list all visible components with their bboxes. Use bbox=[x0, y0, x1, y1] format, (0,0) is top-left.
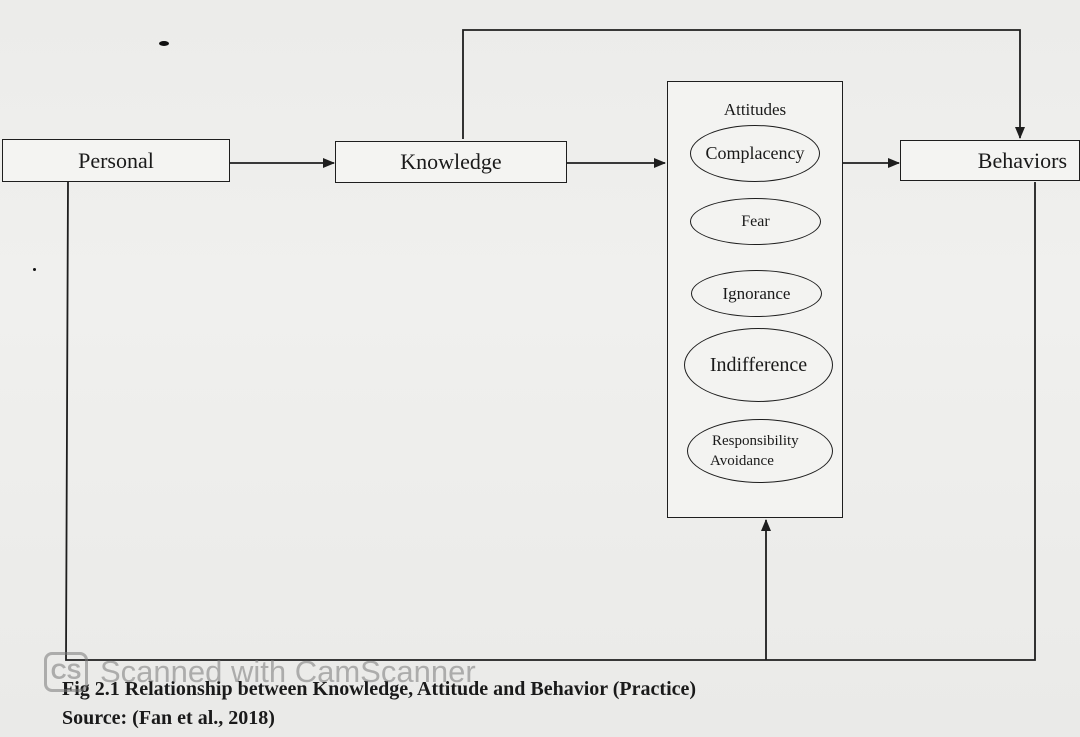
behaviors-label: Behaviors bbox=[977, 147, 1067, 173]
figure-source: Source: (Fan et al., 2018) bbox=[62, 707, 275, 729]
knowledge-box: Knowledge bbox=[335, 141, 567, 183]
attitude-label: Complacency bbox=[705, 143, 805, 163]
attitude-oval-indifference: Indifference bbox=[684, 328, 833, 402]
attitude-label-line2: Avoidance bbox=[710, 453, 774, 469]
attitudes-title: Attitudes bbox=[723, 100, 787, 119]
watermark-text: Scanned with CamScanner bbox=[100, 654, 476, 689]
scan-speck bbox=[159, 41, 169, 46]
attitude-oval-ignorance: Ignorance bbox=[691, 270, 822, 317]
personal-label: Personal bbox=[78, 147, 154, 173]
camscanner-logo-icon: CS bbox=[44, 652, 88, 692]
attitude-label: Indifference bbox=[709, 353, 808, 376]
figure-caption: Fig 2.1 Relationship between Knowledge, … bbox=[62, 678, 697, 700]
scan-speck bbox=[33, 268, 36, 271]
attitude-label: Ignorance bbox=[722, 283, 791, 303]
knowledge-label: Knowledge bbox=[400, 149, 502, 174]
feedback-line-personal-behaviors bbox=[65, 181, 1036, 661]
attitude-label-line1: Responsibility bbox=[712, 433, 799, 449]
attitude-label: Fear bbox=[741, 212, 770, 230]
arrow-knowledge-to-behaviors bbox=[462, 29, 1025, 139]
behaviors-box: Behaviors bbox=[900, 140, 1080, 181]
attitude-oval-responsibility-avoidance: Responsibility Avoidance bbox=[687, 419, 833, 483]
attitude-oval-fear: Fear bbox=[690, 198, 821, 245]
personal-box: Personal bbox=[2, 139, 230, 182]
camscanner-watermark: CS Scanned with CamScanner bbox=[44, 652, 476, 692]
attitude-oval-complacency: Complacency bbox=[690, 125, 820, 182]
